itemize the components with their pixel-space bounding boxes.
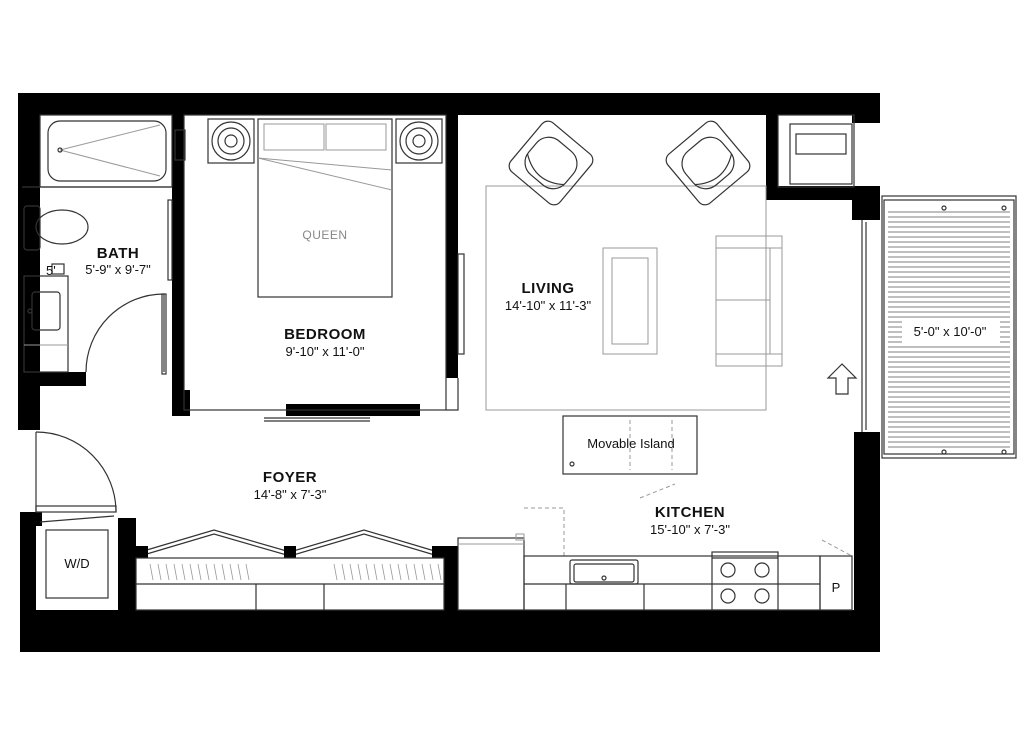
entry-door-swing — [35, 431, 117, 513]
balcony-dims: 5'-0" x 10'-0" — [914, 324, 987, 339]
area-rug — [485, 185, 767, 411]
closet-hanger — [181, 563, 186, 581]
closet-hanger — [381, 563, 386, 581]
bath-size-marker: 5' — [46, 263, 56, 278]
bathtub — [39, 114, 173, 188]
armchair-left — [508, 120, 594, 206]
toilet-bowl — [35, 209, 89, 245]
coffee-table — [602, 247, 658, 355]
closet-hanger — [165, 563, 170, 581]
bath-dims: 5'-9" x 9'-7" — [85, 262, 151, 277]
kitchen-sink — [569, 559, 639, 585]
armchair-right — [665, 120, 751, 206]
right-wall-notch-post — [852, 186, 880, 220]
closet-post-right — [444, 546, 458, 610]
right-wall-notch — [766, 186, 880, 200]
bedroom-fixtures — [174, 114, 465, 422]
right-wall-upper — [852, 93, 880, 123]
nightstand-left — [207, 118, 255, 164]
closet-hanger — [149, 563, 154, 581]
pillow-left — [263, 123, 325, 151]
toilet-tank — [23, 205, 41, 251]
bottom-wall — [20, 610, 880, 652]
range-stove — [711, 551, 779, 611]
closet-hanger — [221, 563, 226, 581]
closet-hanger — [189, 563, 194, 581]
media-cabinet — [777, 114, 855, 188]
closet-hanger — [245, 563, 250, 581]
movable-island — [562, 415, 698, 499]
foyer-fixtures — [35, 431, 445, 611]
pantry — [819, 555, 853, 611]
closet-hanger — [365, 563, 370, 581]
entry-arrow-icon — [826, 363, 858, 395]
closet-hanger — [333, 563, 338, 581]
closet-hanger — [341, 563, 346, 581]
bath-door-swing — [85, 293, 165, 373]
wd-top-left — [20, 512, 42, 526]
sofa — [715, 235, 783, 367]
living-dims: 14'-10" x 11'-3" — [505, 298, 592, 313]
bath-name: BATH — [97, 245, 140, 262]
living-fixtures — [485, 114, 867, 432]
wd-label: W/D — [64, 556, 89, 571]
balcony-label-bg — [902, 318, 1000, 344]
closet-hanger — [237, 563, 242, 581]
walls — [18, 93, 880, 652]
living-name: LIVING — [521, 280, 574, 297]
nightstand-right — [395, 118, 443, 164]
right-pillar — [766, 115, 778, 200]
wd-left-wall — [20, 512, 36, 610]
closet-hanger — [389, 563, 394, 581]
closet-hanger — [421, 563, 426, 581]
bath-bedroom-wall — [172, 115, 184, 415]
foyer-dims: 14'-8" x 7'-3" — [254, 487, 327, 502]
bedroom-post-left — [172, 390, 190, 416]
bathroom-fixtures — [22, 114, 173, 375]
bedroom-door — [446, 378, 459, 411]
closet-hanger — [405, 563, 410, 581]
kitchen-counter — [523, 555, 821, 611]
wd-right-wall — [118, 518, 136, 610]
island-label: Movable Island — [587, 436, 674, 451]
kitchen-dims: 15'-10" x 7'-3" — [650, 522, 730, 537]
closet-hanger — [429, 563, 434, 581]
kitchen-name: KITCHEN — [655, 504, 725, 521]
closet-hanger — [397, 563, 402, 581]
closet-hanger — [213, 563, 218, 581]
closet-hanger — [173, 563, 178, 581]
bathtub-basin — [47, 120, 167, 182]
closet-hanger — [229, 563, 234, 581]
bath-bottom-stub — [18, 386, 40, 430]
vanity — [23, 275, 69, 373]
closet-hanger — [197, 563, 202, 581]
closet-hanger — [157, 563, 162, 581]
closet-hanger — [437, 563, 442, 581]
closet-hanger — [205, 563, 210, 581]
queen-bed — [257, 118, 393, 298]
top-wall — [18, 93, 880, 115]
queen-label: QUEEN — [302, 228, 347, 242]
bedroom-living-wall — [446, 115, 458, 378]
foyer-name: FOYER — [263, 469, 317, 486]
pantry-label: P — [832, 580, 841, 595]
bath-bottom-wall — [18, 372, 86, 386]
pillow-right — [325, 123, 387, 151]
refrigerator — [457, 537, 525, 611]
bedroom-dims: 9'-10" x 11'-0" — [286, 344, 365, 359]
bedroom-name: BEDROOM — [284, 326, 366, 343]
closet-hanger — [357, 563, 362, 581]
closet-hanger — [413, 563, 418, 581]
washer-dryer — [45, 529, 109, 599]
closet-hanger — [349, 563, 354, 581]
closet-hanger — [373, 563, 378, 581]
kitchen-fixtures — [457, 507, 853, 611]
right-wall-lower — [854, 432, 880, 652]
